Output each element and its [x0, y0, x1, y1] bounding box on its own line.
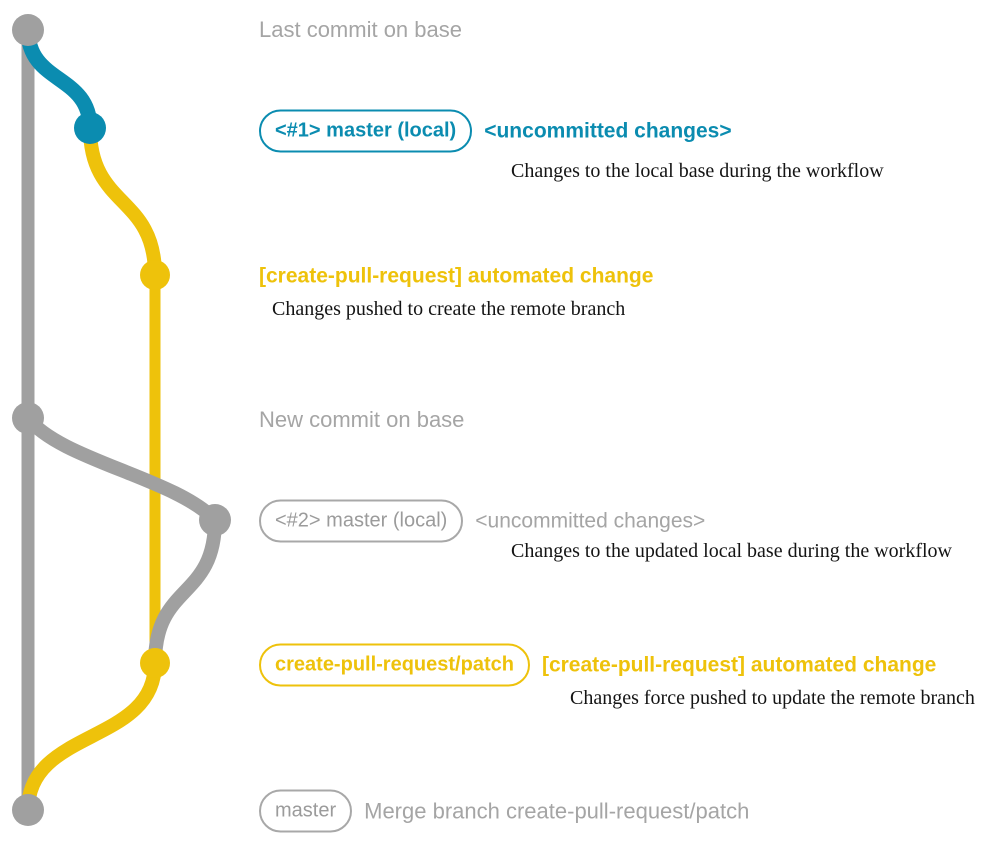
commit-note-patch-2-wrap: Changes force pushed to update the remot…	[570, 688, 975, 709]
commit-note-local-1-wrap: Changes to the local base during the wor…	[511, 161, 884, 182]
commit-row-last: Last commit on base	[259, 19, 462, 41]
commit-node-local-1[interactable]	[74, 112, 106, 144]
commit-message-new-base: New commit on base	[259, 407, 465, 432]
branch-pill-master-local-1[interactable]: <#1> master (local)	[259, 109, 473, 153]
commit-node-patch-1[interactable]	[140, 260, 170, 290]
branch-pill-master-local-2[interactable]: <#2> master (local)	[259, 499, 464, 543]
commit-message-local-1: <uncommitted changes>	[484, 119, 732, 143]
commit-note-local-1: Changes to the local base during the wor…	[511, 160, 884, 182]
commit-node-patch-2[interactable]	[140, 648, 170, 678]
branch-pill-master[interactable]: master	[259, 789, 353, 833]
commit-node-base-new[interactable]	[12, 402, 44, 434]
commit-node-base-merge[interactable]	[12, 794, 44, 826]
commit-row-merge: master Merge branch create-pull-request/…	[259, 789, 750, 833]
commit-message-patch-1: [create-pull-request] automated change	[259, 264, 654, 288]
commit-message-merge: Merge branch create-pull-request/patch	[364, 798, 750, 823]
commit-node-base-last[interactable]	[12, 14, 44, 46]
patch-branch-line-1	[83, 121, 162, 282]
commit-message-last: Last commit on base	[259, 17, 462, 42]
commit-row-local-1: <#1> master (local) <uncommitted changes…	[259, 109, 732, 153]
local-to-patch-line	[148, 513, 222, 670]
commit-row-patch-1: [create-pull-request] automated change	[259, 266, 653, 287]
commit-row-local-2: <#2> master (local) <uncommitted changes…	[259, 499, 706, 543]
commit-row-patch-2: create-pull-request/patch [create-pull-r…	[259, 643, 937, 687]
branch-pill-create-pull-request-patch[interactable]: create-pull-request/patch	[259, 643, 530, 687]
commit-note-local-2-wrap: Changes to the updated local base during…	[511, 541, 952, 562]
commit-note-patch-1-wrap: Changes pushed to create the remote bran…	[272, 299, 625, 320]
commit-note-patch-1: Changes pushed to create the remote bran…	[272, 298, 626, 320]
local-branch-line-1	[20, 22, 98, 136]
commit-node-local-2[interactable]	[199, 504, 231, 536]
commit-row-new-base: New commit on base	[259, 409, 464, 431]
commit-message-patch-2: [create-pull-request] automated change	[541, 653, 937, 677]
patch-merge-line	[21, 656, 162, 817]
commit-note-patch-2: Changes force pushed to update the remot…	[570, 687, 975, 709]
commit-note-local-2: Changes to the updated local base during…	[511, 540, 952, 562]
local-branch-line-2	[21, 411, 222, 527]
commit-message-local-2: <uncommitted changes>	[475, 509, 706, 533]
